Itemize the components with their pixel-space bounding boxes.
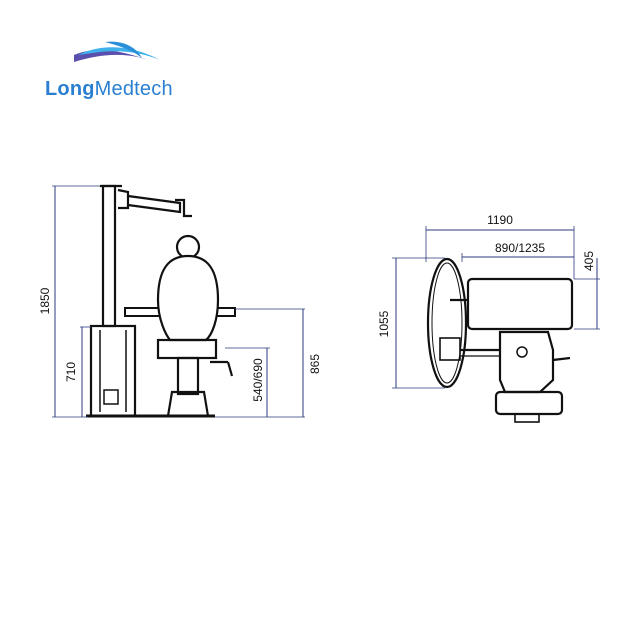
dimension-label-865: 865 [308, 354, 322, 374]
dimension-label-1850: 1850 [38, 287, 52, 314]
top-view-dimensions: 1190 890/1235 405 1055 [377, 213, 600, 389]
side-view-dimensions: 1850 710 540/690 865 [38, 185, 322, 418]
logo-text: LongMedtech [45, 78, 173, 100]
side-view-unit [86, 184, 236, 418]
logo-wave-icon [74, 41, 160, 62]
dimension-label-1190: 1190 [487, 213, 513, 227]
dimension-label-1055: 1055 [377, 310, 391, 337]
dimension-label-540-690: 540/690 [251, 358, 265, 402]
dimension-label-710: 710 [64, 362, 78, 382]
top-view-unit [426, 257, 574, 423]
dimension-label-890-1235: 890/1235 [495, 241, 545, 255]
dimension-label-405: 405 [582, 251, 596, 271]
